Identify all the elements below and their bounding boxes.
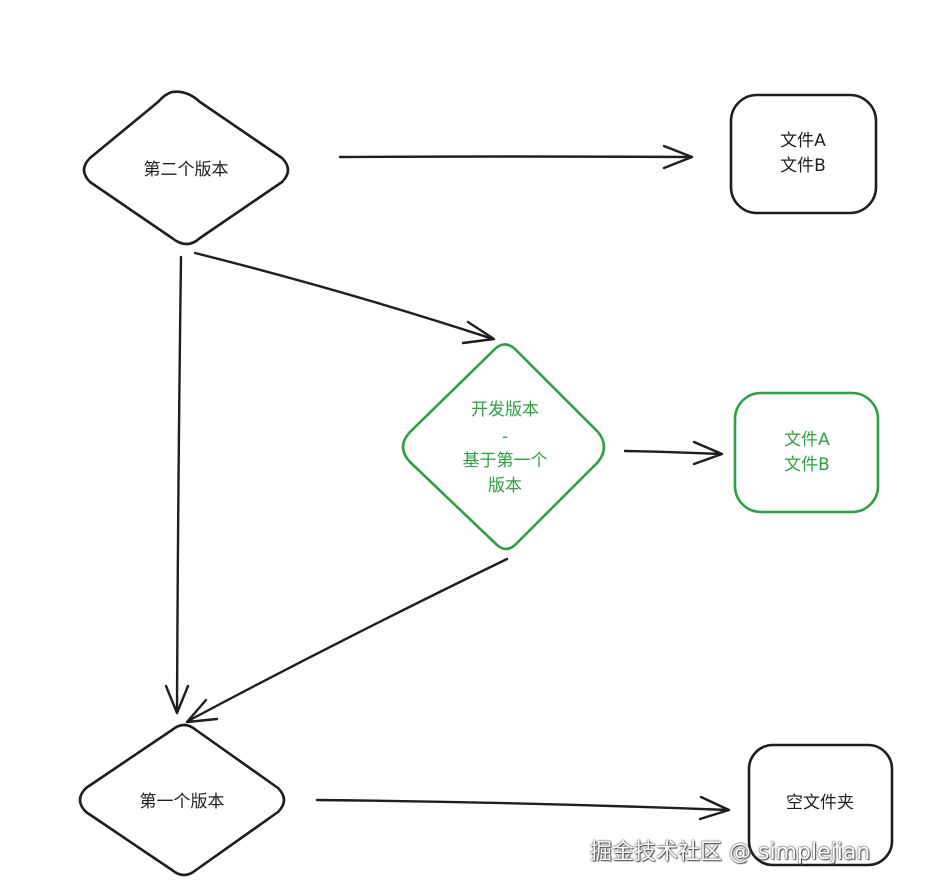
dev-files-line-2: 文件B (784, 455, 830, 475)
arrow-first-to-empty (315, 795, 731, 821)
arrow-second-to-first (164, 255, 190, 715)
second-files-line-1: 文件A (780, 131, 826, 151)
box-empty-folder (747, 743, 894, 867)
diamond-second-version (82, 90, 290, 246)
node-empty-folder[interactable]: 空文件夹 (747, 743, 894, 867)
arrow-second-to-files (338, 144, 694, 170)
dev-version-line-1: 开发版本 (471, 400, 539, 420)
node-second-version[interactable]: 第二个版本 (82, 90, 290, 246)
node-first-version[interactable]: 第一个版本 (78, 723, 286, 877)
diamond-first-version (78, 723, 286, 877)
diamond-dev-version (401, 343, 606, 551)
first-version-label: 第一个版本 (140, 792, 225, 812)
watermark: 掘金技术社区 @ simplejian (590, 840, 871, 865)
empty-folder-label: 空文件夹 (786, 793, 854, 813)
node-dev-files[interactable]: 文件A 文件B (733, 391, 880, 514)
box-dev-files (733, 391, 880, 514)
arrow-dev-to-first (185, 557, 509, 724)
second-files-line-2: 文件B (780, 156, 826, 176)
dev-version-line-2: - (502, 427, 508, 447)
node-second-files[interactable]: 文件A 文件B (729, 93, 878, 215)
dev-version-line-3: 基于第一个 (463, 451, 548, 471)
dev-files-line-1: 文件A (784, 430, 830, 450)
box-second-files (729, 93, 878, 215)
dev-version-line-4: 版本 (488, 476, 522, 496)
arrow-second-to-dev (193, 251, 496, 345)
second-version-label: 第二个版本 (144, 160, 229, 180)
node-dev-version[interactable]: 开发版本 - 基于第一个 版本 (401, 343, 606, 551)
arrow-dev-to-dev-files (623, 440, 724, 466)
